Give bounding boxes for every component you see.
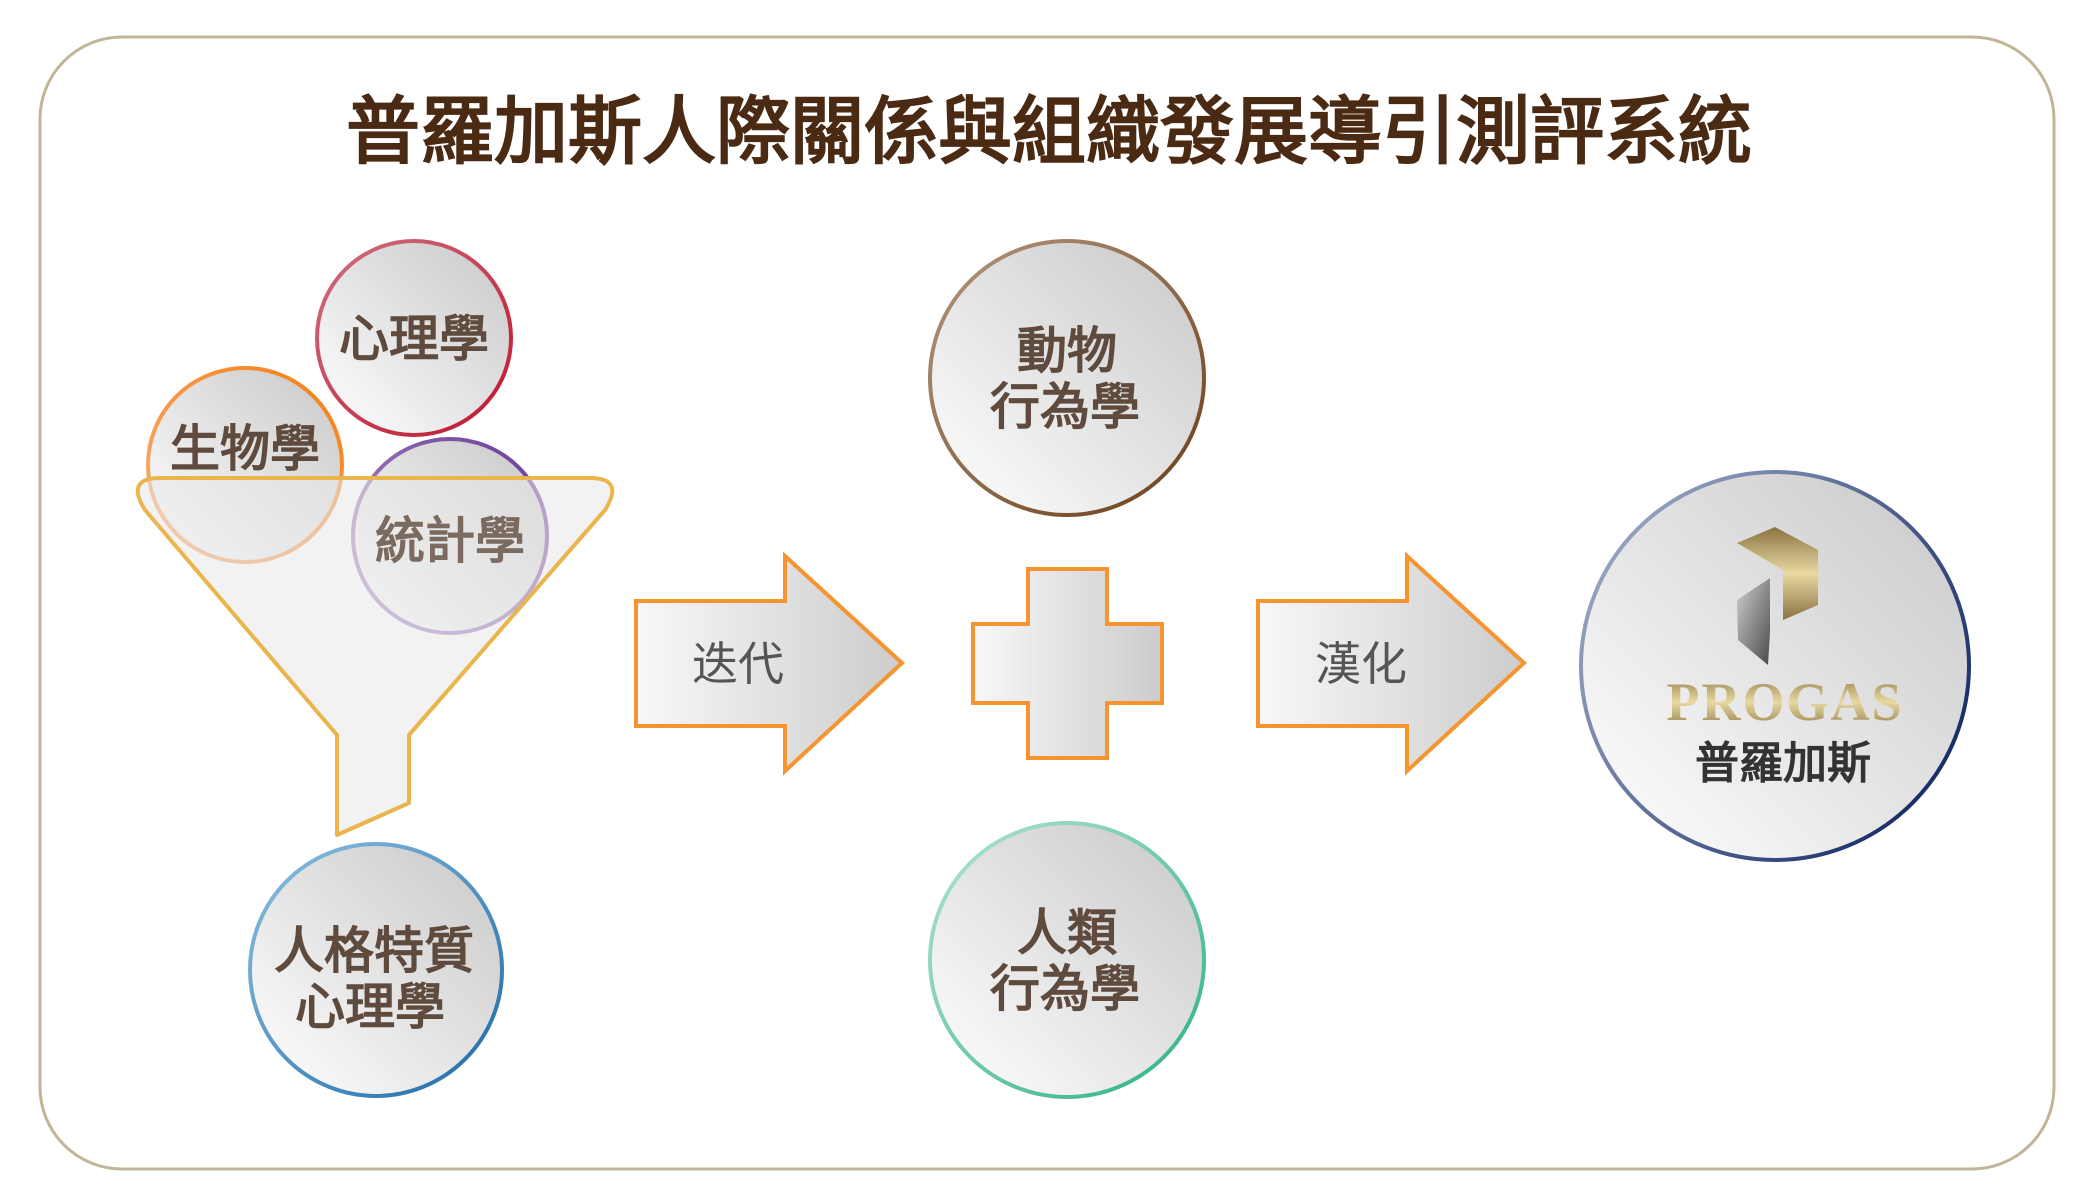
localize-arrow: 漢化 [1256,551,1527,776]
plus-icon [971,567,1164,760]
psychology-circle: 心理學 [315,239,513,437]
brand-name-cn: 普羅加斯 [1695,738,1871,789]
progas-logo-icon [1737,527,1818,665]
animal-behavior-circle: 動物 行為學 [928,239,1206,517]
page-title: 普羅加斯人際關係與組織發展導引測評系統 [346,89,1752,175]
progas-logo-circle: PROGAS 普羅加斯 [1579,470,1971,862]
iterate-label: 迭代 [692,637,784,691]
statistics-label: 統計學 [375,512,525,570]
brand-name-en: PROGAS [1666,672,1903,732]
personality-psychology-circle: 人格特質 心理學 [248,842,504,1098]
personality-label-line1: 人格特質 [274,922,474,980]
human-behavior-circle: 人類 行為學 [928,821,1206,1099]
personality-label-line2: 心理學 [295,978,445,1036]
human-label-line1: 人類 [1017,904,1118,962]
animal-label-line2: 行為學 [990,378,1140,436]
localize-label: 漢化 [1315,637,1407,691]
iterate-arrow: 迭代 [634,551,905,776]
animal-label-line1: 動物 [1017,322,1117,380]
biology-label: 生物學 [170,420,320,478]
human-label-line2: 行為學 [990,960,1140,1018]
psychology-label: 心理學 [339,310,489,368]
funnel-shape [135,476,615,837]
